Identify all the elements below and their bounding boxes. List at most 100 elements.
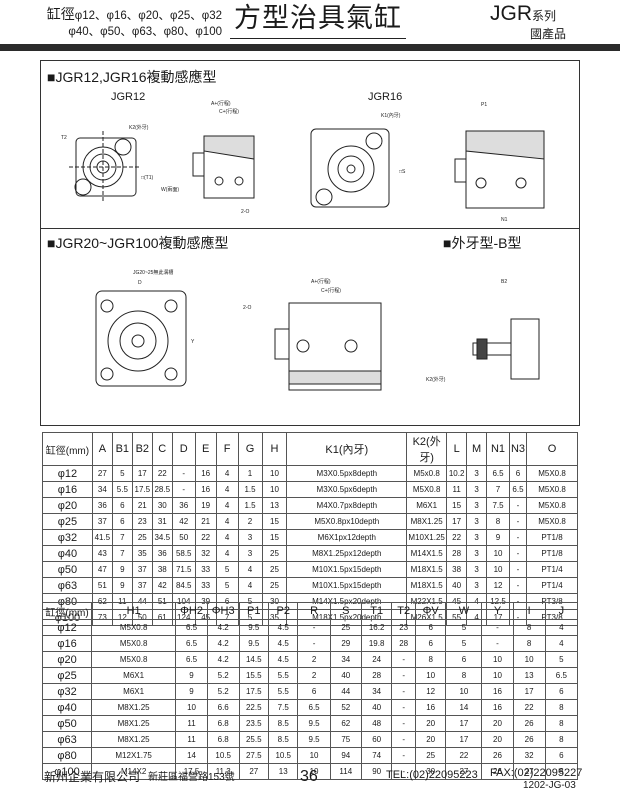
- table-cell: 34: [91, 481, 113, 498]
- table-cell: 15: [261, 529, 288, 546]
- table-cell: M6X1: [91, 667, 177, 684]
- column-header: T1: [360, 602, 393, 620]
- table-cell: 8: [544, 731, 579, 748]
- column-header: O: [525, 432, 579, 466]
- table-cell: -: [509, 545, 527, 562]
- table-cell: 37: [91, 513, 113, 530]
- table-cell: 28: [391, 635, 416, 652]
- table-cell: M8X1.25px12depth: [286, 545, 408, 562]
- jgr12-front-view: K2(外牙) T2 □(T1): [61, 124, 154, 201]
- table-cell: -: [481, 619, 514, 636]
- bore-size-cell: φ16: [41, 635, 93, 652]
- label-s: □S: [399, 169, 406, 175]
- table-cell: 10.2: [446, 465, 468, 482]
- label-c-stroke-2: C+(行程): [321, 287, 341, 294]
- table-cell: 10.5: [206, 747, 240, 764]
- jgr16-front-view: K1(內牙) □S: [310, 112, 406, 208]
- table-cell: 6.5: [175, 619, 208, 636]
- table-cell: 6: [297, 683, 331, 700]
- table-cell: 36: [91, 497, 113, 514]
- table-cell: 33: [194, 577, 217, 594]
- table-cell: 23: [131, 513, 153, 530]
- column-header: R: [297, 602, 331, 620]
- table-cell: 10: [261, 481, 288, 498]
- table-cell: -: [391, 667, 416, 684]
- table-cell: 8: [544, 763, 579, 780]
- table-cell: M5X0.8: [525, 481, 579, 498]
- frame-divider: [41, 228, 579, 229]
- table-cell: -: [509, 513, 527, 530]
- company-name: 新州企業有限公司: [44, 770, 141, 784]
- table-cell: 9: [486, 529, 510, 546]
- table-cell: M14X1.5: [406, 545, 448, 562]
- table-cell: M5X0.8: [91, 619, 177, 636]
- table-cell: 23.5: [238, 715, 270, 732]
- table-cell: 6.6: [206, 699, 240, 716]
- table-cell: -: [391, 651, 416, 668]
- table-cell: 4.2: [206, 651, 240, 668]
- table-cell: 6: [544, 683, 579, 700]
- table-cell: 42: [151, 577, 173, 594]
- label-c-stroke: C+(行程): [219, 108, 239, 115]
- table-cell: 15: [446, 497, 468, 514]
- label-w: W(兩面): [161, 187, 179, 193]
- table-cell: PT1/8: [525, 529, 579, 546]
- table-cell: 1: [237, 465, 263, 482]
- bore-size-cell: φ40: [42, 545, 93, 562]
- table-cell: 42: [171, 513, 196, 530]
- table-cell: 75: [329, 731, 362, 748]
- table-cell: 12: [486, 577, 510, 594]
- table-cell: 30: [151, 497, 173, 514]
- table-cell: 4.2: [206, 619, 240, 636]
- column-header: M: [466, 432, 488, 466]
- bore-size-cell: φ16: [42, 481, 93, 498]
- table-cell: 4: [215, 529, 239, 546]
- table-cell: 17: [445, 715, 483, 732]
- table-cell: 14.5: [238, 651, 270, 668]
- table-cell: 4: [215, 465, 239, 482]
- table-cell: 5.5: [267, 667, 299, 684]
- table-cell: 9: [111, 561, 133, 578]
- table-cell: 28: [360, 667, 393, 684]
- column-header: N1: [486, 432, 510, 466]
- table-cell: 4.2: [206, 635, 240, 652]
- table-cell: 34: [329, 651, 362, 668]
- table-cell: M5X0.8: [525, 513, 579, 530]
- table-cell: 35: [131, 545, 153, 562]
- table-cell: M6X1: [91, 683, 177, 700]
- table-cell: 10: [261, 465, 288, 482]
- table-cell: 5.2: [206, 683, 240, 700]
- table-cell: 10: [486, 545, 510, 562]
- table-cell: 9.5: [297, 715, 331, 732]
- company-address: 新莊區福營路153號: [148, 772, 235, 783]
- table-cell: 23: [391, 619, 416, 636]
- table-cell: 10: [414, 667, 447, 684]
- table-cell: 74: [360, 747, 393, 764]
- table-cell: 3: [466, 545, 488, 562]
- table-cell: 10: [175, 699, 208, 716]
- label-y: Y: [191, 339, 195, 345]
- column-header: F: [215, 432, 239, 466]
- series-suffix: 系列: [532, 9, 557, 23]
- table-cell: 10: [481, 651, 514, 668]
- table-cell: 84.5: [171, 577, 196, 594]
- table-cell: 8: [486, 513, 510, 530]
- table-cell: 41.5: [91, 529, 113, 546]
- table-cell: 7.5: [267, 699, 299, 716]
- section-title-external-thread: ■外牙型-B型: [443, 235, 522, 251]
- table-cell: 43: [91, 545, 113, 562]
- label-jgr12: JGR12: [111, 91, 146, 103]
- table-cell: 14: [175, 747, 208, 764]
- bore-size-cell: φ25: [42, 513, 93, 530]
- bore-size-cell: φ32: [41, 683, 93, 700]
- label-k2: K2(外牙): [129, 124, 149, 131]
- section-title-jgr12-16: ■JGR12,JGR16複動感應型: [47, 69, 217, 85]
- jgr16-side-view: P1 N1: [454, 102, 545, 223]
- table-cell: PT1/4: [525, 561, 579, 578]
- table-cell: 19: [194, 497, 217, 514]
- table-cell: 4: [215, 545, 239, 562]
- table-cell: 6: [445, 651, 483, 668]
